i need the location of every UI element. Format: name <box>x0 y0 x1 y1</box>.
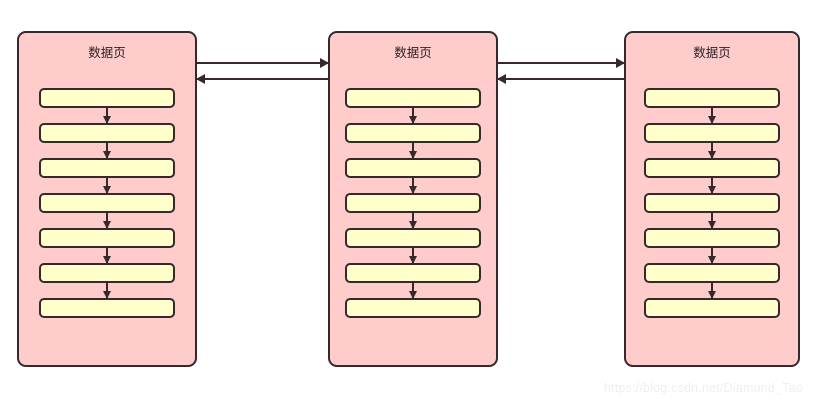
record-row[interactable] <box>39 123 175 143</box>
record-next-arrow-icon <box>102 213 111 229</box>
record-row-slot <box>626 298 798 318</box>
record-next-arrow-icon <box>408 213 417 229</box>
record-row-slot <box>330 123 496 159</box>
record-row-slot <box>19 193 195 229</box>
data-page-title: 数据页 <box>88 46 126 60</box>
record-row-slot <box>19 123 195 159</box>
record-row-slot <box>19 88 195 124</box>
record-list <box>330 88 496 318</box>
record-next-arrow-icon <box>707 248 716 264</box>
record-row[interactable] <box>39 88 175 108</box>
record-next-arrow-icon <box>707 213 716 229</box>
record-next-arrow-icon <box>102 143 111 159</box>
record-next-arrow-icon <box>408 143 417 159</box>
record-row-slot <box>330 88 496 124</box>
record-row-slot <box>626 123 798 159</box>
record-next-arrow-icon <box>707 283 716 299</box>
record-next-arrow-icon <box>408 248 417 264</box>
data-page-3[interactable]: 数据页 <box>624 31 800 367</box>
record-next-arrow-icon <box>102 248 111 264</box>
record-row[interactable] <box>39 158 175 178</box>
record-row[interactable] <box>345 123 481 143</box>
record-row[interactable] <box>39 193 175 213</box>
record-row[interactable] <box>39 228 175 248</box>
record-row-slot <box>626 228 798 264</box>
record-row-slot <box>626 193 798 229</box>
record-row-slot <box>330 158 496 194</box>
record-row[interactable] <box>644 228 780 248</box>
record-row-slot <box>626 88 798 124</box>
record-row[interactable] <box>39 263 175 283</box>
record-next-arrow-icon <box>408 283 417 299</box>
watermark: https://blog.csdn.net/Diamond_Tao <box>603 381 803 395</box>
record-row[interactable] <box>345 193 481 213</box>
record-row[interactable] <box>345 263 481 283</box>
record-row-slot <box>330 263 496 299</box>
record-next-arrow-icon <box>102 108 111 124</box>
record-row-slot <box>19 158 195 194</box>
record-row[interactable] <box>644 123 780 143</box>
record-row[interactable] <box>644 263 780 283</box>
record-row[interactable] <box>39 298 175 318</box>
record-row[interactable] <box>345 298 481 318</box>
record-row[interactable] <box>644 298 780 318</box>
record-row-slot <box>330 193 496 229</box>
record-row[interactable] <box>644 88 780 108</box>
data-page-1[interactable]: 数据页 <box>17 31 197 367</box>
record-row[interactable] <box>644 158 780 178</box>
record-next-arrow-icon <box>102 283 111 299</box>
record-next-arrow-icon <box>707 178 716 194</box>
record-row-slot <box>330 298 496 318</box>
record-next-arrow-icon <box>408 178 417 194</box>
data-page-title: 数据页 <box>693 46 731 60</box>
record-row-slot <box>626 158 798 194</box>
record-row-slot <box>19 263 195 299</box>
record-row[interactable] <box>644 193 780 213</box>
record-next-arrow-icon <box>408 108 417 124</box>
record-next-arrow-icon <box>707 108 716 124</box>
record-row-slot <box>626 263 798 299</box>
record-next-arrow-icon <box>102 178 111 194</box>
record-list <box>19 88 195 318</box>
data-page-title: 数据页 <box>394 46 432 60</box>
record-row-slot <box>19 228 195 264</box>
record-list <box>626 88 798 318</box>
record-row[interactable] <box>345 158 481 178</box>
record-next-arrow-icon <box>707 143 716 159</box>
record-row-slot <box>19 298 195 318</box>
record-row-slot <box>330 228 496 264</box>
data-page-2[interactable]: 数据页 <box>328 31 498 367</box>
record-row[interactable] <box>345 228 481 248</box>
record-row[interactable] <box>345 88 481 108</box>
